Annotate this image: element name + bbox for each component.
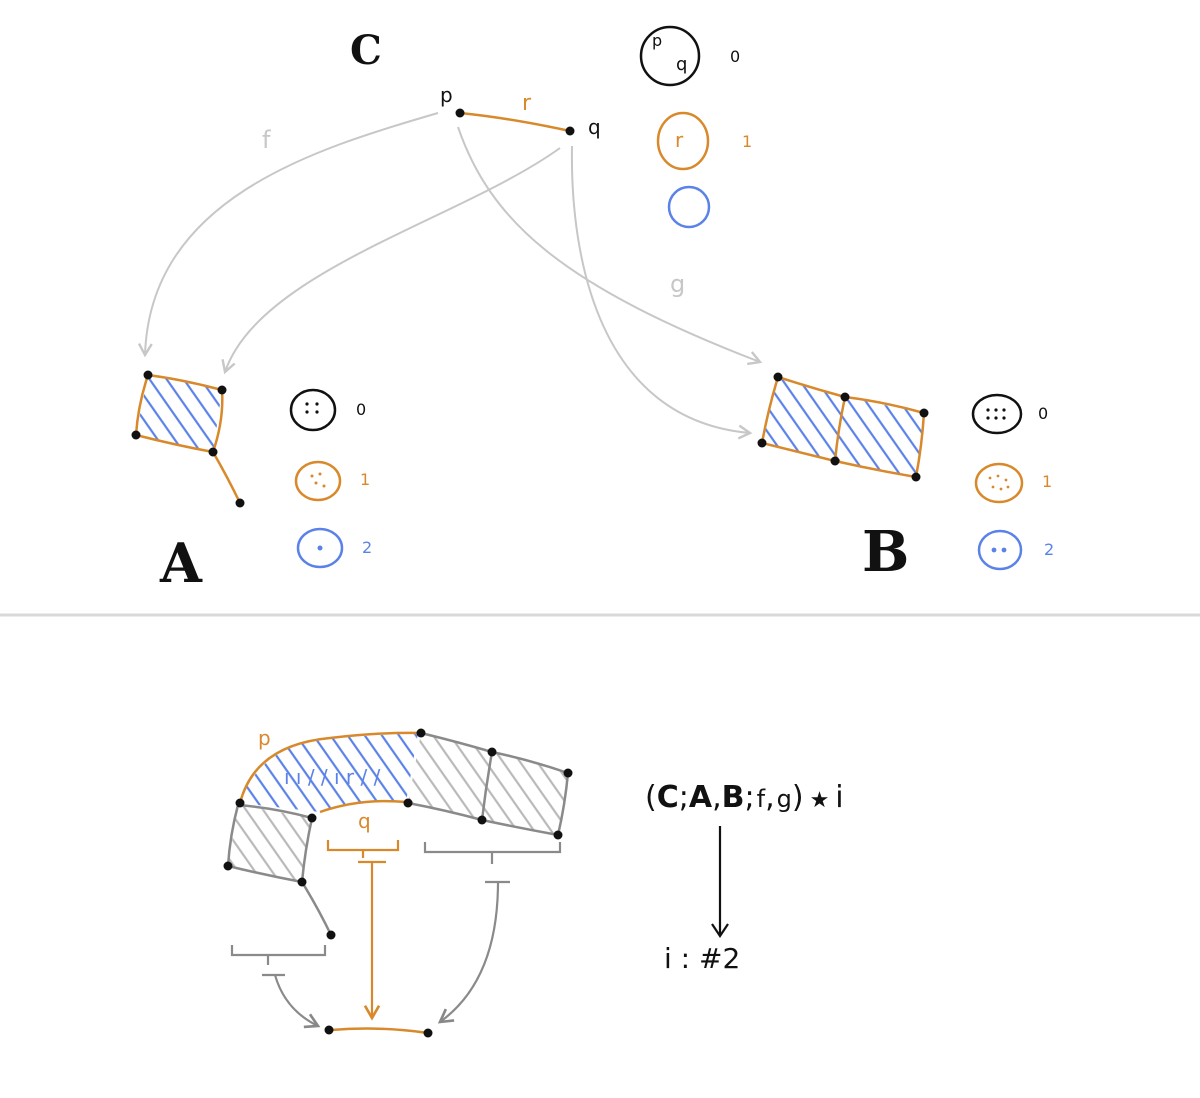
brace-right bbox=[423, 842, 562, 864]
space-a-label: A bbox=[159, 531, 203, 595]
brace-q-under bbox=[326, 840, 400, 858]
space-a: A bbox=[131, 370, 245, 595]
arrow-g-p bbox=[457, 126, 763, 366]
target-edge bbox=[330, 1027, 429, 1035]
legend-b-2-cell bbox=[977, 529, 1023, 571]
cell-b2 bbox=[482, 752, 568, 835]
map-f-label: f bbox=[262, 126, 271, 154]
legend-a: 0 1 2 bbox=[289, 388, 372, 569]
legend-a-2-dim: 2 bbox=[362, 538, 372, 557]
arrow-q bbox=[358, 860, 386, 1018]
point-p bbox=[455, 108, 465, 118]
arrow-f-q bbox=[221, 147, 561, 375]
arrow-right bbox=[440, 880, 510, 1022]
point-p-label: p bbox=[440, 83, 453, 107]
edge-r bbox=[459, 111, 571, 133]
space-b-vertex bbox=[773, 372, 783, 382]
formula-text: (C;A,B;f,g)★i bbox=[645, 780, 844, 815]
legend-c-1-cell bbox=[656, 111, 710, 171]
legend-a-0-dim: 0 bbox=[356, 400, 366, 419]
legend-b-0-cell bbox=[971, 393, 1023, 435]
cell-b1 bbox=[408, 733, 492, 820]
space-a-vertex bbox=[131, 430, 141, 440]
space-b-vertex bbox=[830, 456, 840, 466]
legend-b-0-dim: 0 bbox=[1038, 404, 1048, 423]
arrow-left bbox=[262, 973, 318, 1026]
space-b-vertex bbox=[911, 472, 921, 482]
point-q bbox=[565, 126, 575, 136]
legend-a-1-dim: 1 bbox=[360, 470, 370, 489]
legend-c-1-glyph: r bbox=[675, 128, 684, 152]
brace-q bbox=[319, 799, 407, 814]
space-b-vertex bbox=[757, 438, 767, 448]
space-b: B bbox=[757, 372, 929, 585]
space-a-vertex bbox=[235, 498, 245, 508]
space-a-vertex bbox=[217, 385, 227, 395]
legend-a-2-cell bbox=[296, 527, 344, 569]
label-p: p bbox=[258, 726, 271, 750]
arrow-f-p bbox=[137, 112, 439, 358]
space-c-label: C bbox=[350, 27, 382, 74]
label-r: ı ı / / ı r / / bbox=[284, 765, 381, 789]
space-a-vertex bbox=[143, 370, 153, 380]
legend-b-2-dim: 2 bbox=[1044, 540, 1054, 559]
cell-r-region bbox=[240, 733, 418, 812]
space-b-label: B bbox=[862, 519, 909, 585]
point-q-label: q bbox=[588, 115, 601, 139]
legend-c-0-dim: 0 bbox=[730, 47, 740, 66]
brace-left bbox=[230, 945, 327, 965]
legend-c-1-dim: 1 bbox=[742, 132, 752, 151]
arc-p bbox=[238, 731, 422, 804]
legend-b-1-cell bbox=[974, 462, 1024, 504]
edge-r-label: r bbox=[522, 91, 532, 116]
legend-b: 0 1 2 bbox=[971, 393, 1054, 571]
space-b-face bbox=[835, 397, 924, 477]
arrow-g-q bbox=[570, 145, 753, 440]
formula-result: i : #2 bbox=[664, 942, 740, 975]
top-diagram: C p q r f g p q 0 r 1 bbox=[131, 25, 1054, 595]
bottom-vertices bbox=[223, 728, 573, 1038]
legend-a-1-cell bbox=[294, 460, 342, 502]
legend-c-2-cell bbox=[667, 185, 711, 229]
bottom-diagram: p ı ı / / ı r / / q (C;A,B;f,g)★i bbox=[223, 726, 844, 1038]
space-a-face bbox=[136, 375, 222, 452]
label-q: q bbox=[358, 809, 371, 833]
legend-c: p q 0 r 1 bbox=[639, 25, 752, 229]
space-b-vertex bbox=[919, 408, 929, 418]
legend-b-1-dim: 1 bbox=[1042, 472, 1052, 491]
space-a-vertex bbox=[208, 447, 218, 457]
legend-c-0-q: q bbox=[676, 54, 687, 75]
map-g-label: g bbox=[670, 270, 685, 298]
legend-c-0-p: p bbox=[652, 31, 662, 50]
cell-a bbox=[228, 805, 312, 882]
formula: (C;A,B;f,g)★i i : #2 bbox=[645, 780, 844, 975]
legend-a-0-cell bbox=[289, 388, 337, 432]
space-b-vertex bbox=[840, 392, 850, 402]
legend-c-0-cell bbox=[639, 25, 701, 87]
space-b-face bbox=[762, 377, 845, 461]
